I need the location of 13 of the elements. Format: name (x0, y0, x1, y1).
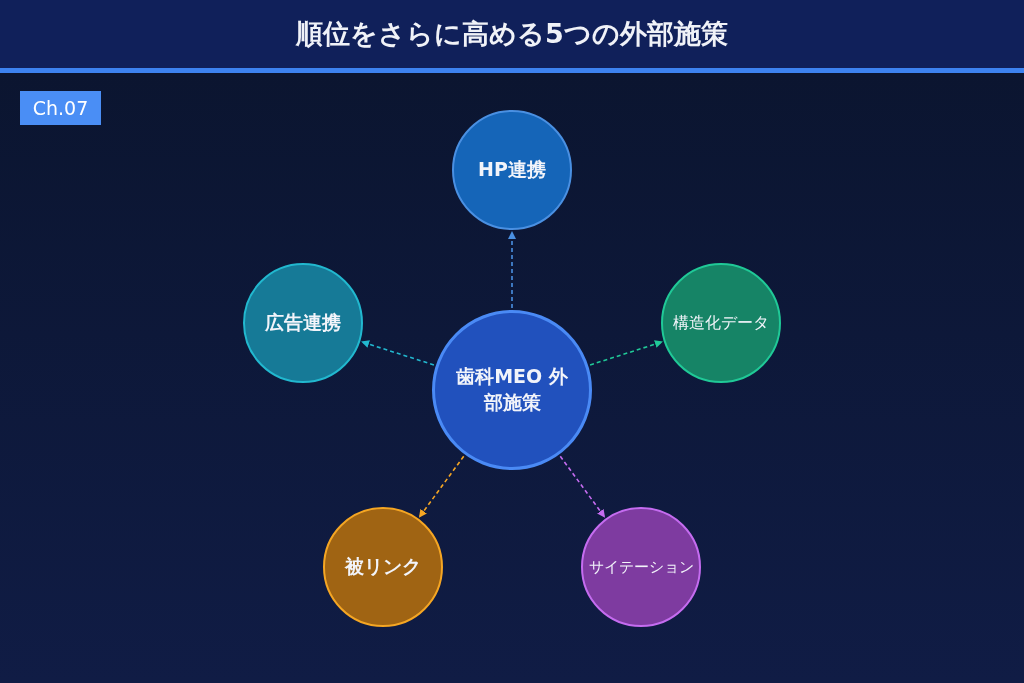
chapter-badge: Ch.07 (20, 91, 101, 125)
arrow (589, 340, 663, 366)
arrow (508, 231, 516, 309)
title: 順位をさらに高める5つの外部施策 (296, 17, 728, 51)
circle-label: 構造化データ (673, 312, 769, 334)
arrow (559, 455, 606, 518)
circle-label: 広告連携 (265, 310, 341, 336)
arrow (361, 340, 435, 366)
arrow (418, 455, 465, 518)
circle-label: サイテーション (588, 556, 694, 578)
circle-label: HP連携 (478, 157, 546, 183)
circle-label: 被リンク (345, 554, 421, 580)
circle-label: 歯科MEO 外部施策 (455, 364, 569, 415)
